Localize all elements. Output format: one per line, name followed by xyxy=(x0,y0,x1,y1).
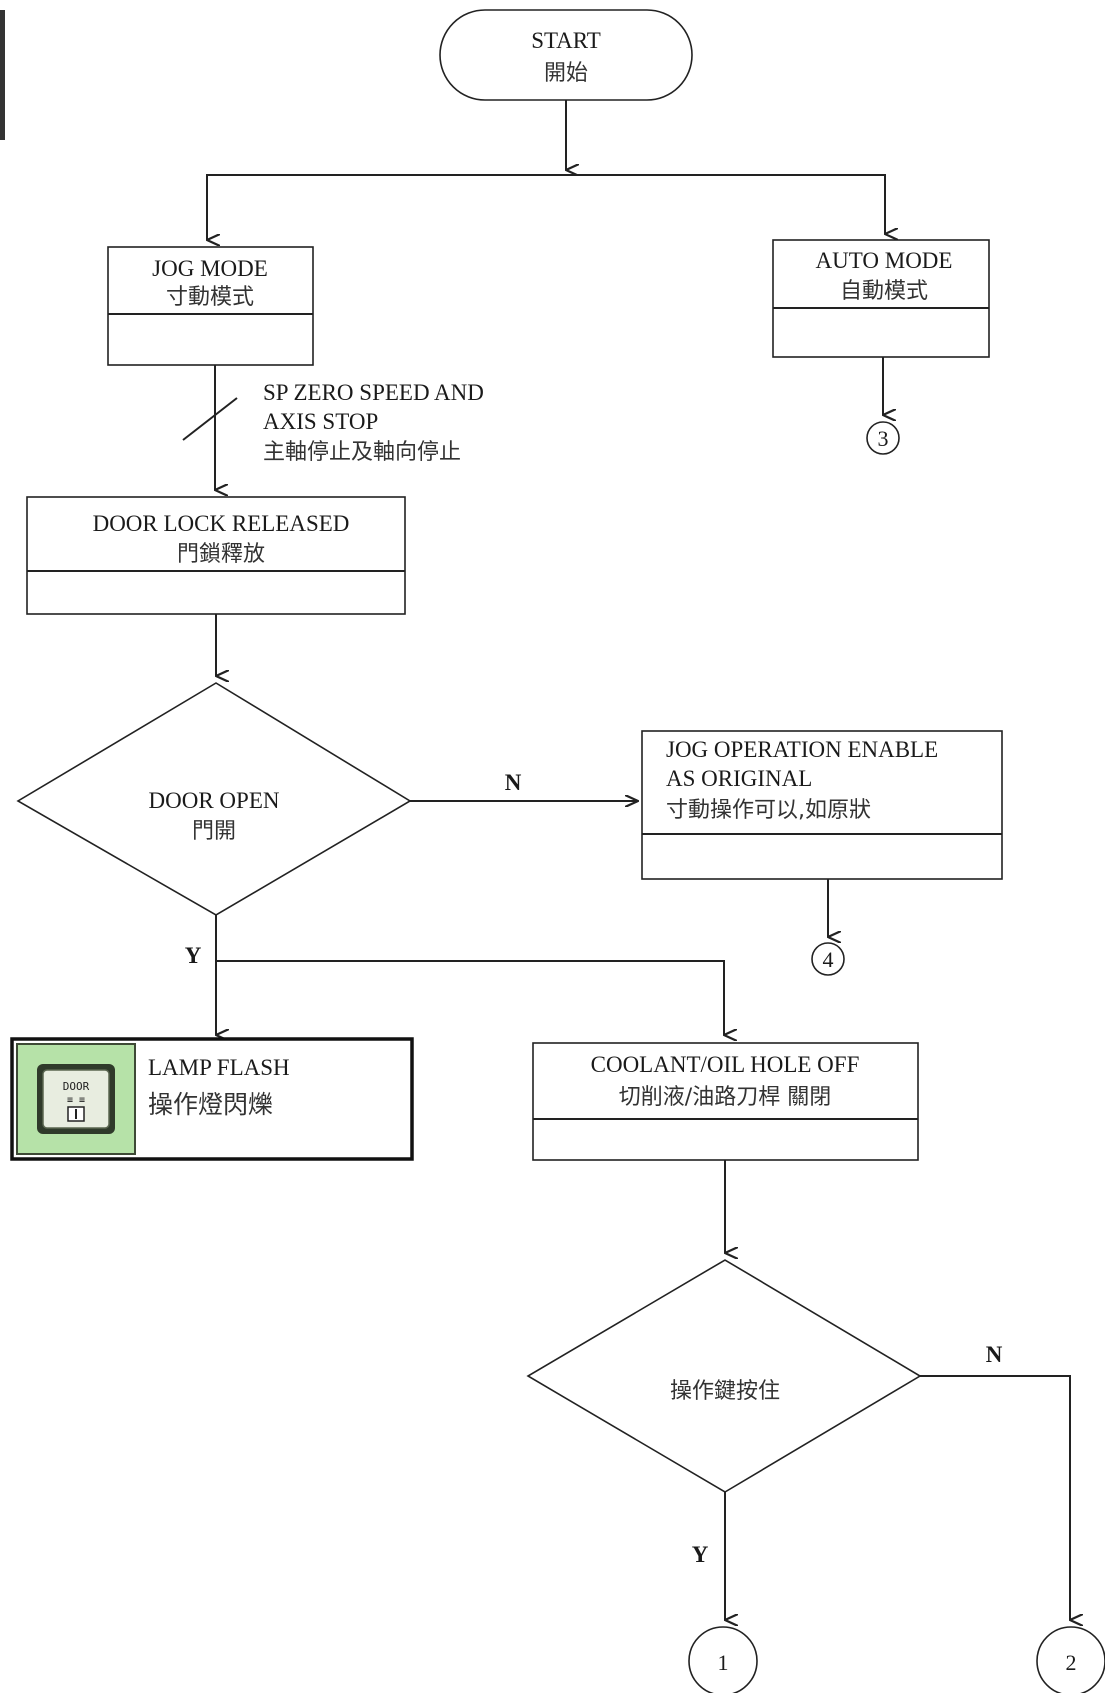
arrow-door-yes-coolant xyxy=(216,960,724,1035)
door-open-subtitle: 門開 xyxy=(192,819,236,844)
auto-mode-box: AUTO MODE 自動模式 xyxy=(772,239,990,358)
coolant-box: COOLANT/OIL HOLE OFF 切削液/油路刀桿 關閉 xyxy=(532,1042,919,1161)
jog-enable-line1: JOG OPERATION ENABLE xyxy=(666,737,938,762)
coolant-label: COOLANT/OIL HOLE OFF xyxy=(591,1052,860,1077)
door-no-label: N xyxy=(505,770,522,795)
interrupt-slash xyxy=(182,397,238,441)
key-hold-label: 操作鍵按住 xyxy=(670,1379,780,1404)
key-no-label: N xyxy=(986,1342,1003,1367)
door-lock-box: DOOR LOCK RELEASED 門鎖釋放 xyxy=(26,496,406,615)
connector-2: 2 xyxy=(1036,1626,1105,1693)
connector-4: 4 xyxy=(811,942,845,976)
svg-text:≡ ≡: ≡ ≡ xyxy=(67,1095,85,1106)
lamp-flash-subtitle: 操作燈閃爍 xyxy=(148,1090,273,1119)
auto-mode-subtitle: 自動模式 xyxy=(840,279,928,304)
stop-note-line1: SP ZERO SPEED AND xyxy=(263,380,484,405)
connector-1: 1 xyxy=(688,1626,758,1693)
coolant-subtitle: 切削液/油路刀桿 關閉 xyxy=(619,1085,831,1110)
connector-3: 3 xyxy=(866,421,900,455)
lamp-icon-bg xyxy=(16,1043,136,1155)
lamp-flash-box: DOOR ≡ ≡ LAMP FLASH 操作燈閃爍 xyxy=(10,1037,414,1161)
connector-1-label: 1 xyxy=(718,1650,729,1675)
connector-4-label: 4 xyxy=(823,947,834,972)
jog-enable-line3: 寸動操作可以,如原狀 xyxy=(666,798,871,823)
stop-note-line2: AXIS STOP xyxy=(263,409,378,434)
key-yes-label: Y xyxy=(692,1542,709,1567)
start-subtitle: 開始 xyxy=(544,61,588,86)
split-line xyxy=(206,174,886,176)
start-label: START xyxy=(531,28,601,53)
stop-note: SP ZERO SPEED AND AXIS STOP 主軸停止及軸向停止 xyxy=(263,380,484,465)
door-lock-label: DOOR LOCK RELEASED xyxy=(93,511,350,536)
stop-note-line3: 主軸停止及軸向停止 xyxy=(263,440,461,465)
door-open-decision: DOOR OPEN 門開 xyxy=(16,682,412,916)
start-terminator: START 開始 xyxy=(439,9,693,101)
jog-mode-label: JOG MODE xyxy=(152,256,268,281)
margin-bar xyxy=(0,10,5,140)
lamp-flash-label: LAMP FLASH xyxy=(148,1055,290,1080)
jog-mode-box: JOG MODE 寸動模式 xyxy=(107,246,314,366)
door-open-label: DOOR OPEN xyxy=(149,788,280,813)
door-yes-label: Y xyxy=(185,943,202,968)
door-lock-subtitle: 門鎖釋放 xyxy=(177,542,265,567)
connector-2-label: 2 xyxy=(1066,1650,1077,1675)
svg-text:DOOR: DOOR xyxy=(63,1080,90,1093)
auto-mode-label: AUTO MODE xyxy=(816,248,953,273)
jog-enable-line2: AS ORIGINAL xyxy=(666,766,812,791)
connector-3-label: 3 xyxy=(878,426,889,451)
door-button-icon: DOOR ≡ ≡ xyxy=(37,1064,115,1134)
jog-mode-subtitle: 寸動模式 xyxy=(166,285,254,310)
key-hold-decision: 操作鍵按住 xyxy=(526,1259,922,1493)
jog-enable-box: JOG OPERATION ENABLE AS ORIGINAL 寸動操作可以,… xyxy=(641,730,1003,880)
arrow-key-no xyxy=(920,1375,1070,1620)
